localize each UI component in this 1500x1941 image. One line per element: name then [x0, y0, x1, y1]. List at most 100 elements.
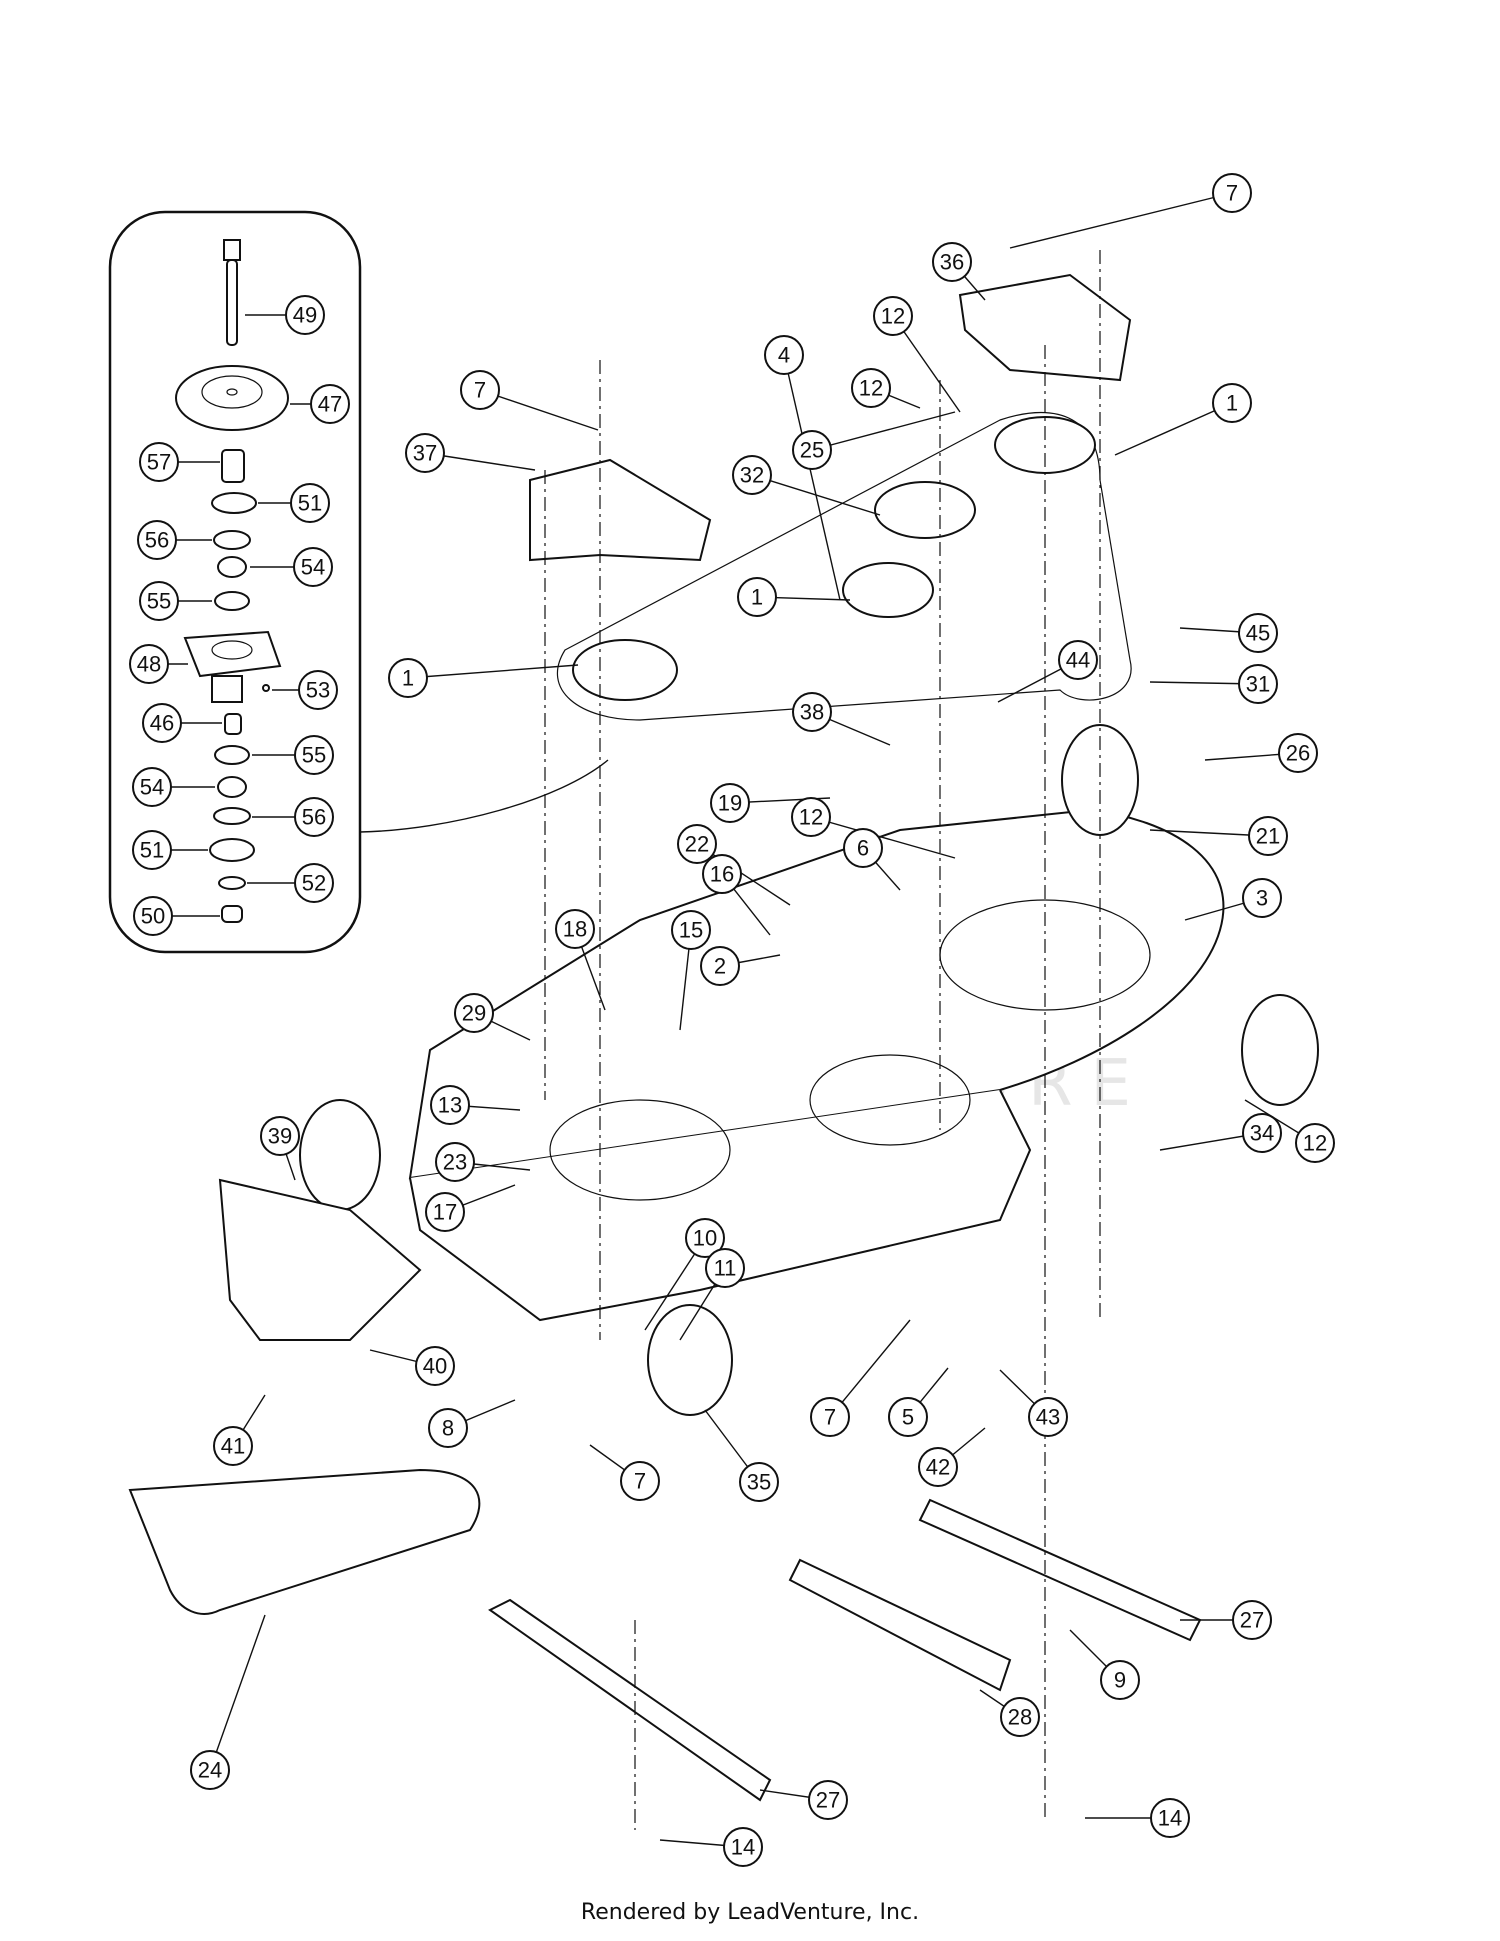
inset-callout-57: 57 — [139, 442, 220, 482]
callout-label: 12 — [1303, 1131, 1327, 1156]
callout-c7d: 7 — [589, 1444, 660, 1501]
callout-c45: 45 — [1179, 613, 1278, 653]
callout-label: 34 — [1250, 1121, 1274, 1146]
callout-c2: 2 — [700, 946, 781, 986]
callout-label: 11 — [714, 1256, 737, 1281]
callout-c9: 9 — [1069, 1629, 1140, 1700]
callout-bubble — [702, 854, 742, 894]
callout-label: 49 — [293, 303, 317, 328]
callout-bubble — [685, 1218, 725, 1258]
callout-label: 53 — [306, 678, 330, 703]
callout-label: 31 — [1246, 672, 1270, 697]
callout-label: 42 — [926, 1455, 950, 1480]
leader-line — [783, 354, 841, 601]
callout-label: 12 — [859, 376, 883, 401]
callout-label: 32 — [740, 463, 764, 488]
callout-label: 51 — [298, 491, 322, 516]
callout-label: 10 — [693, 1226, 717, 1251]
callout-label: 43 — [1036, 1405, 1060, 1430]
spindle-inset — [108, 210, 609, 954]
inset-callout-54: 54 — [132, 767, 215, 807]
callout-bubble — [737, 577, 777, 617]
callout-bubble — [1212, 383, 1252, 423]
callout-label: 5 — [902, 1405, 914, 1430]
leader-line — [407, 664, 579, 679]
callout-c12c: 12 — [791, 797, 956, 859]
callout-label: 40 — [423, 1354, 447, 1379]
callout-c27b: 27 — [759, 1780, 848, 1820]
callout-label: 3 — [1256, 886, 1268, 911]
callout-label: 48 — [137, 652, 161, 677]
callout-c14b: 14 — [659, 1827, 763, 1867]
callout-c41: 41 — [213, 1394, 266, 1466]
callout-c26: 26 — [1204, 733, 1318, 773]
callout-bubble — [732, 455, 772, 495]
callout-bubble — [298, 670, 338, 710]
callout-label: 44 — [1066, 648, 1090, 673]
callout-label: 12 — [881, 304, 905, 329]
callout-label: 4 — [778, 343, 790, 368]
leader-line — [811, 411, 956, 451]
callout-label: 1 — [751, 585, 763, 610]
leader-line — [479, 389, 599, 431]
callout-c15: 15 — [671, 910, 711, 1031]
callout-bubble — [133, 896, 173, 936]
callout-label: 21 — [1256, 824, 1280, 849]
inset-callout-51: 51 — [258, 483, 330, 523]
callout-label: 2 — [714, 954, 726, 979]
callout-label: 57 — [147, 450, 171, 475]
callout-label: 24 — [198, 1758, 222, 1783]
callout-c8: 8 — [428, 1399, 516, 1448]
callout-bubble — [932, 242, 972, 282]
callout-c32: 32 — [732, 455, 881, 516]
inset-callout-47: 47 — [290, 384, 350, 424]
callout-bubble — [1238, 613, 1278, 653]
callout-bubble — [873, 296, 913, 336]
callout-c24: 24 — [190, 1614, 266, 1790]
callout-bubble — [1058, 640, 1098, 680]
callout-bubble — [810, 1397, 850, 1437]
callout-c27a: 27 — [1180, 1600, 1272, 1640]
callout-label: 1 — [402, 666, 414, 691]
callout-c25: 25 — [792, 411, 956, 470]
callout-c4: 4 — [764, 335, 841, 601]
callout-c28: 28 — [979, 1689, 1040, 1737]
callout-bubble — [888, 1397, 928, 1437]
callout-bubble — [1100, 1660, 1140, 1700]
callout-label: 54 — [301, 555, 325, 580]
callout-bubble — [415, 1346, 455, 1386]
inset-callout-52: 52 — [247, 863, 334, 903]
callout-bubble — [792, 692, 832, 732]
callout-label: 56 — [145, 528, 169, 553]
callout-c13: 13 — [430, 1085, 521, 1125]
callout-label: 52 — [302, 871, 326, 896]
callout-c43: 43 — [999, 1369, 1068, 1437]
callout-label: 8 — [442, 1416, 454, 1441]
callout-bubble — [1150, 1798, 1190, 1838]
callout-bubble — [1028, 1397, 1068, 1437]
callout-bubble — [791, 797, 831, 837]
callout-bubble — [1248, 816, 1288, 856]
inset-callout-49: 49 — [245, 295, 325, 335]
callout-c29: 29 — [454, 993, 531, 1041]
callout-c12d: 12 — [1244, 1099, 1335, 1163]
callout-label: 23 — [443, 1150, 467, 1175]
callout-label: 45 — [1246, 621, 1270, 646]
callout-label: 50 — [141, 904, 165, 929]
callout-bubble — [294, 863, 334, 903]
inset-callout-48: 48 — [129, 644, 188, 684]
callout-c39: 39 — [260, 1116, 300, 1181]
callout-c36: 36 — [932, 242, 986, 301]
callout-c44: 44 — [997, 640, 1098, 703]
inset-callout-53: 53 — [272, 670, 338, 710]
callout-label: 47 — [318, 392, 342, 417]
callout-bubble — [710, 783, 750, 823]
callout-bubble — [792, 430, 832, 470]
callout-bubble — [388, 658, 428, 698]
callout-c21: 21 — [1149, 816, 1288, 856]
callout-label: 46 — [150, 711, 174, 736]
callout-bubble — [620, 1461, 660, 1501]
callout-c42: 42 — [918, 1427, 986, 1487]
